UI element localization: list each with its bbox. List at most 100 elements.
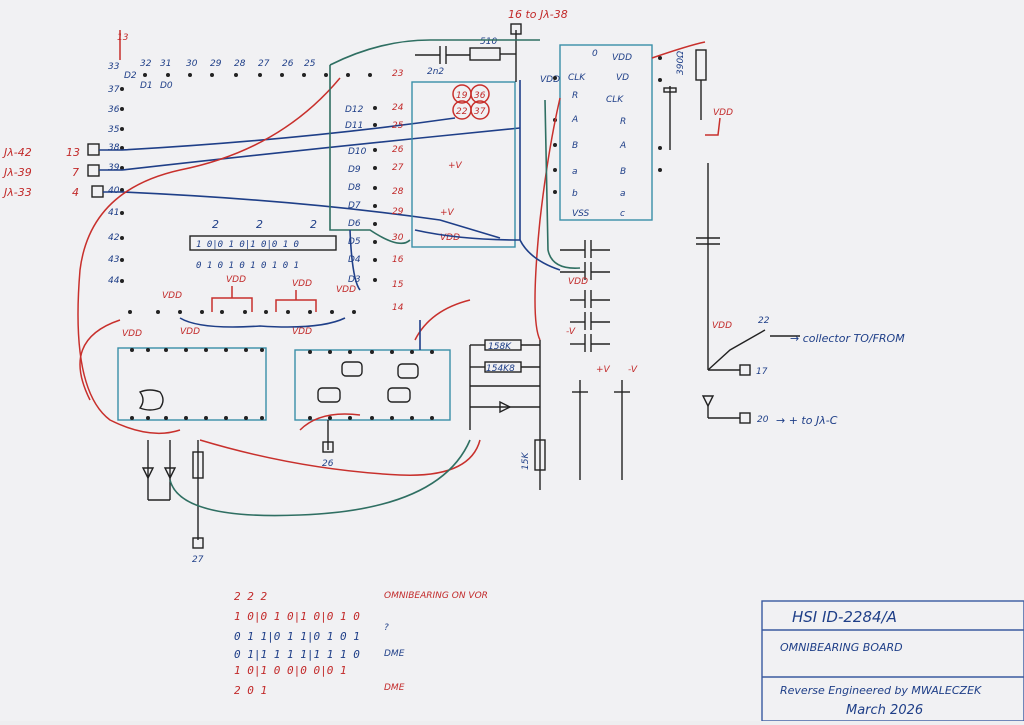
- register-top: 2: [212, 218, 219, 231]
- d-pin: 26: [392, 145, 404, 155]
- connector-label: Jλ-33: [2, 186, 32, 199]
- pin-27: 27: [192, 555, 204, 565]
- circled-pin: 37: [474, 107, 486, 117]
- note-side: OMNIBEARING ON VOR: [384, 591, 488, 601]
- vdd-label: VDD: [336, 285, 356, 295]
- ic-pin-right: VD: [616, 73, 629, 83]
- top-pin: 29: [210, 59, 222, 69]
- title-block-credit: Reverse Engineered by MWALECZEK: [780, 684, 982, 697]
- d-pin: 30: [392, 233, 404, 243]
- ic-mid-label: +V: [440, 208, 455, 218]
- ic-pin-right: a: [620, 189, 626, 199]
- circled-pin: 36: [474, 91, 486, 101]
- d-pin: 14: [392, 303, 404, 313]
- left-pin: 43: [108, 255, 120, 265]
- d-pin: 24: [392, 103, 404, 113]
- register-top: 2: [310, 218, 317, 231]
- top-pin: 26: [282, 59, 294, 69]
- d-pin: 25: [392, 121, 404, 131]
- left-pin-column: 37 36 35 38 39 40 41 42 43 44: [108, 85, 120, 286]
- ic-pin-left: B: [572, 141, 578, 151]
- vdd-label: VDD: [568, 277, 588, 287]
- ic-pin-left: CLK: [568, 73, 586, 83]
- ic-pin-right: B: [620, 167, 626, 177]
- note-row: 0 1|1 1 1 1|1 1 1 0: [234, 648, 360, 661]
- connector-pin: 13: [66, 146, 80, 159]
- d-pin: 28: [392, 187, 404, 197]
- pin-17: 17: [756, 367, 768, 377]
- register-bottom: 0 1 0 1 0 1 0 1 0 1: [196, 261, 299, 271]
- note-row: 2 2 2: [234, 590, 267, 603]
- top-pin: 33: [108, 62, 120, 72]
- d-pin: 29: [392, 207, 404, 217]
- d-pin: 27: [392, 163, 404, 173]
- left-pin: 42: [108, 233, 120, 243]
- pin-22: 22: [758, 316, 770, 326]
- ic-pin-right: R: [620, 117, 626, 127]
- collector-label: → collector TO/FROM: [790, 332, 905, 345]
- top-pin: 27: [258, 59, 270, 69]
- ic-pin-left: a: [572, 167, 578, 177]
- title-block-subtitle: OMNIBEARING BOARD: [780, 641, 903, 654]
- vdd-label: VDD: [292, 279, 312, 289]
- left-pin: 38: [108, 143, 120, 153]
- top-pin: 31: [160, 59, 171, 69]
- top-components: 2n2 510 16 to Jλ-38: [415, 8, 568, 82]
- register-bits: 1 0|0 1 0|1 0|0 1 0: [196, 240, 299, 250]
- note-row: 1 0|1 0 0|0 0|0 1: [234, 664, 347, 677]
- left-pin: 35: [108, 125, 120, 135]
- connector-pin: 4: [72, 186, 79, 199]
- top-pin-number: 13: [117, 33, 129, 43]
- d-label: D11: [345, 121, 363, 131]
- svg-text:0: 0: [592, 49, 598, 59]
- d-label: D9: [348, 165, 361, 175]
- ic-pin-right: A: [619, 141, 626, 151]
- minus-v-label: -V: [566, 327, 576, 337]
- title-block: HSI ID-2284/A OMNIBEARING BOARD Reverse …: [761, 600, 1024, 722]
- ic-left: VDD VDD: [117, 327, 267, 421]
- pin-20: 20: [757, 415, 769, 425]
- ic-pin-right: c: [620, 209, 625, 219]
- top-pin-label: D2: [124, 71, 137, 81]
- mid-resistors: 158K 154K8 15K: [469, 339, 546, 490]
- top-pin-header: 13 33 32 31 30 29 28 27 26 25 D2 D1 D0: [108, 30, 372, 91]
- ic-pin-right: VDD: [612, 53, 632, 63]
- left-pin: 40: [108, 186, 120, 196]
- note-row: 1 0|0 1 0|1 0|0 1 0: [234, 610, 360, 623]
- pin-26: 26: [322, 459, 334, 469]
- ic-pin-right: CLK: [606, 95, 624, 105]
- ic-mid: VDD 26: [292, 327, 451, 469]
- ic-pin-left: VSS: [572, 209, 590, 219]
- left-pin: 36: [108, 105, 120, 115]
- left-pin: 37: [108, 85, 120, 95]
- cap-column: VDD -V +V -V: [560, 240, 638, 480]
- top-pin: 32: [140, 59, 152, 69]
- ic-mid-label: VDD: [440, 233, 460, 243]
- minus-v-label: -V: [628, 365, 638, 375]
- resistor-label: 158K: [488, 342, 512, 352]
- d-label: D8: [348, 183, 361, 193]
- ic-pin-left: b: [572, 189, 578, 199]
- note-row: 0 1 1|0 1 1|0 1 0 1: [234, 630, 360, 643]
- circled-pins: 19 36 22 37: [452, 84, 490, 120]
- d-label: D7: [348, 201, 361, 211]
- circled-pin: 19: [456, 91, 468, 101]
- ic-dbus: D12 D11 D10 D9 D8 D7 D6 D5 D4 D3 23 24 2…: [345, 69, 516, 313]
- vdd-label: VDD: [712, 321, 732, 331]
- ic-pin-left: R: [572, 91, 578, 101]
- resistor-label: 154K8: [486, 364, 515, 374]
- bit-notes: 2 2 2 1 0|0 1 0|1 0|0 1 0 0 1 1|0 1 1|0 …: [234, 590, 488, 697]
- title-block-date: March 2026: [846, 703, 923, 718]
- switch-row: VDD VDD VDD VDD: [128, 275, 356, 328]
- title-block-title: HSI ID-2284/A: [792, 608, 897, 626]
- d-pin: 15: [392, 280, 404, 290]
- ic-pin-left: A: [571, 115, 578, 125]
- top-pin-label: D0: [160, 81, 173, 91]
- ic-pin-left: VDD: [540, 75, 560, 85]
- top-pin-row: 33 32 31 30 29 28 27 26 25 D2 D1 D0: [108, 59, 316, 91]
- right-chain: VDD 22 → collector TO/FROM 17 20 → + to …: [696, 163, 905, 427]
- top-pin-label: D1: [140, 81, 153, 91]
- note-side: ?: [384, 623, 389, 633]
- top-ref: 16 to Jλ-38: [508, 8, 568, 21]
